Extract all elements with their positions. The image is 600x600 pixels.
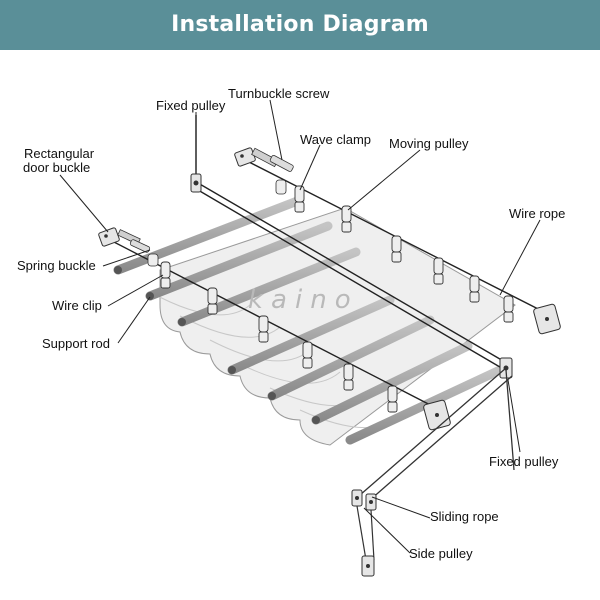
leader-lines bbox=[59, 99, 541, 554]
clip bbox=[391, 235, 402, 263]
side-pulley-assembly bbox=[351, 489, 377, 577]
clip bbox=[258, 315, 269, 343]
label-spring-buckle: Spring buckle bbox=[17, 258, 96, 273]
label-wire-clip: Wire clip bbox=[52, 298, 102, 313]
clip bbox=[294, 185, 305, 213]
label-wave-clamp: Wave clamp bbox=[300, 132, 371, 147]
label-fixed-pulley-bottom: Fixed pulley bbox=[489, 454, 559, 469]
clip bbox=[302, 341, 313, 369]
label-moving-pulley: Moving pulley bbox=[389, 136, 469, 151]
watermark: kaino bbox=[248, 285, 359, 315]
clip bbox=[503, 295, 514, 323]
clip bbox=[343, 363, 354, 391]
clip bbox=[433, 257, 444, 285]
label-side-pulley: Side pulley bbox=[409, 546, 473, 561]
label-rectangular-door-buckle-line1: Rectangular bbox=[24, 146, 95, 161]
label-rectangular-door-buckle-line2: door buckle bbox=[23, 160, 90, 175]
page-title: Installation Diagram bbox=[171, 12, 429, 37]
label-sliding-rope: Sliding rope bbox=[430, 509, 499, 524]
door-buckle-right bbox=[533, 303, 561, 335]
rod-end-caps bbox=[114, 266, 320, 424]
title-banner: Installation Diagram bbox=[0, 0, 600, 50]
label-turnbuckle-screw: Turnbuckle screw bbox=[228, 86, 330, 101]
clip bbox=[341, 205, 352, 233]
clip bbox=[160, 261, 171, 289]
label-fixed-pulley-top: Fixed pulley bbox=[156, 98, 226, 113]
spring-buckle bbox=[129, 239, 159, 267]
clip bbox=[469, 275, 480, 303]
wire-clips bbox=[160, 185, 514, 413]
label-wire-rope: Wire rope bbox=[509, 206, 565, 221]
door-buckle-bottom bbox=[423, 399, 451, 431]
clip bbox=[207, 287, 218, 315]
turnbuckle-screw bbox=[269, 155, 294, 195]
clip bbox=[387, 385, 398, 413]
sliding-rope bbox=[359, 367, 513, 501]
label-support-rod: Support rod bbox=[42, 336, 110, 351]
